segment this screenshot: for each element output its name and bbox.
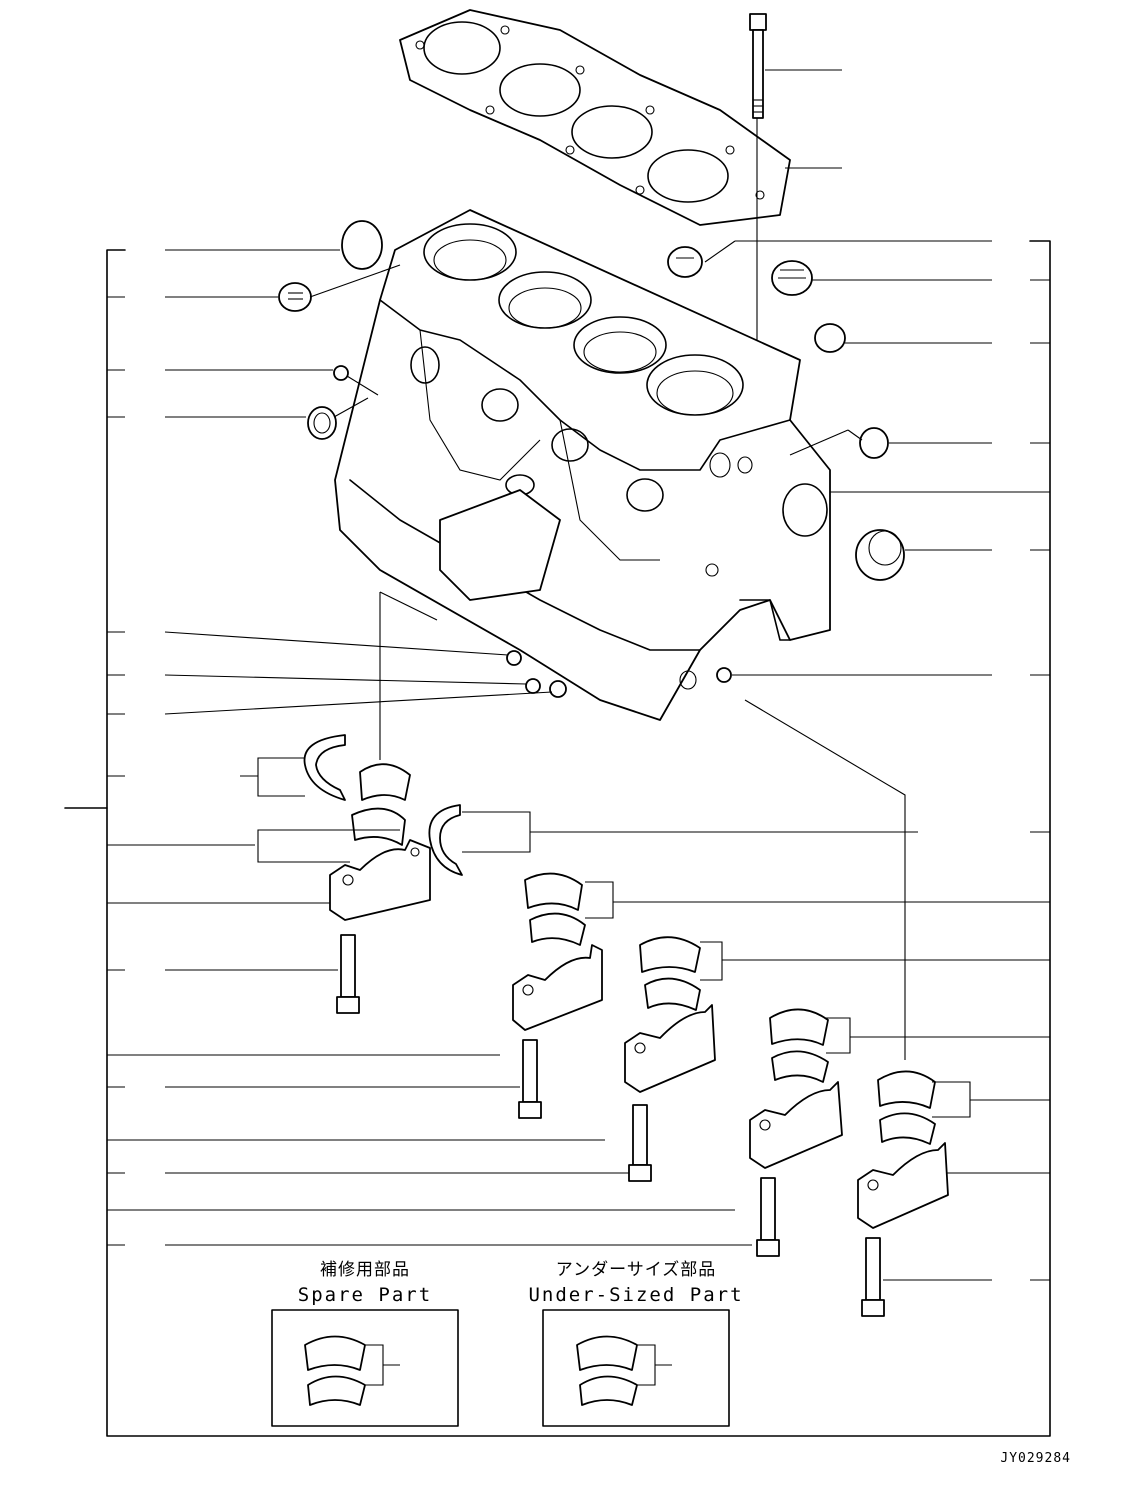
undersize-part-label-jp: アンダーサイズ部品	[556, 1260, 716, 1280]
main-bearing-5	[877, 1070, 936, 1145]
spare-part-label-en: Spare Part	[298, 1284, 432, 1306]
core-plug-right-2	[771, 260, 813, 296]
thrust-washer-lower	[428, 804, 463, 876]
cylinder-block	[334, 209, 831, 721]
drawing-code: JY029284	[1000, 1451, 1071, 1466]
leaders-right	[530, 240, 1050, 1281]
crank-bushing	[855, 529, 905, 581]
main-cap-bolt-1	[336, 934, 360, 1014]
head-bolt	[749, 13, 767, 119]
main-cap-4	[749, 1081, 843, 1169]
core-plug-left-2	[278, 282, 312, 312]
seal-right-4	[859, 427, 889, 459]
spare-part-box: 補修用部品 Spare Part	[271, 1260, 459, 1427]
main-bearing-4	[769, 1008, 829, 1083]
undersize-part-box: アンダーサイズ部品 Under-Sized Part	[528, 1260, 743, 1427]
main-bearing-2	[524, 872, 586, 946]
seal-left-4	[307, 406, 337, 440]
core-plug-left-1	[341, 220, 383, 270]
main-cap-3	[624, 1004, 716, 1093]
leaders-left	[107, 249, 752, 1246]
main-cap-bolt-3	[628, 1104, 652, 1182]
spare-part-label-jp: 補修用部品	[320, 1260, 410, 1280]
main-cap-bolt-5	[861, 1237, 885, 1317]
main-cap-1	[329, 839, 431, 921]
head-gasket	[399, 9, 791, 226]
main-bearing-3	[639, 936, 701, 1011]
undersize-part-label-en: Under-Sized Part	[528, 1284, 743, 1306]
leaders-diagonal	[309, 264, 906, 1060]
main-cap-bolt-4	[756, 1177, 780, 1257]
thrust-washer-upper	[303, 734, 346, 801]
main-cap-5	[857, 1142, 949, 1229]
main-cap-2	[512, 944, 603, 1031]
core-plug-right-3	[814, 323, 846, 353]
plug-right-5	[716, 667, 732, 683]
core-plug-right-1	[667, 246, 703, 278]
plug-left-3	[333, 365, 349, 381]
main-bearing-1	[351, 763, 411, 846]
plugs-bottom	[506, 650, 567, 698]
main-cap-bolt-2	[518, 1039, 542, 1119]
